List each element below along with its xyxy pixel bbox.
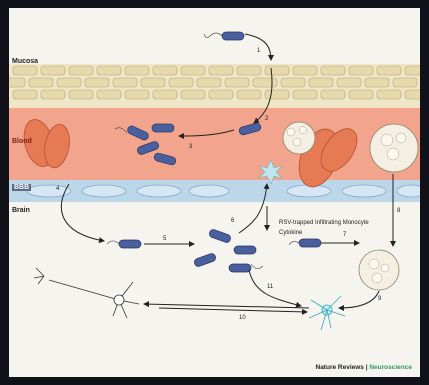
label-mucosa: Mucosa [12,58,38,65]
caption-pathogen: RSV-trapped Infiltrating Monocyte [279,220,369,226]
figure-credit: Nature Reviews | Neuroscience [316,364,413,371]
caption-cytokine: Cytokine [279,230,302,236]
blood-layer [9,108,420,184]
credit-journal: Nature Reviews [316,364,364,371]
neuron-left [34,268,139,318]
credit-section: Neuroscience [369,364,412,371]
neuron-right [309,296,345,330]
step-8: 8 [397,208,400,214]
step-3: 3 [189,144,192,150]
label-bbb: BBB [12,184,31,191]
label-blood: Blood [12,138,32,145]
step-6: 6 [231,218,234,224]
bbb-layer [9,180,420,202]
label-brain: Brain [12,207,30,214]
step-10: 10 [239,315,246,321]
step-4: 4 [56,186,59,192]
step-9: 9 [378,296,381,302]
diagram-panel: Mucosa Blood BBB Brain 1 2 3 4 5 6 7 8 9… [9,8,420,377]
step-11: 11 [267,284,273,290]
mucosa-layer [9,64,420,108]
step-1: 1 [257,48,260,54]
diagram-svg [9,8,420,377]
step-7: 7 [343,232,346,238]
step-2: 2 [265,116,268,122]
step-5: 5 [163,236,166,242]
